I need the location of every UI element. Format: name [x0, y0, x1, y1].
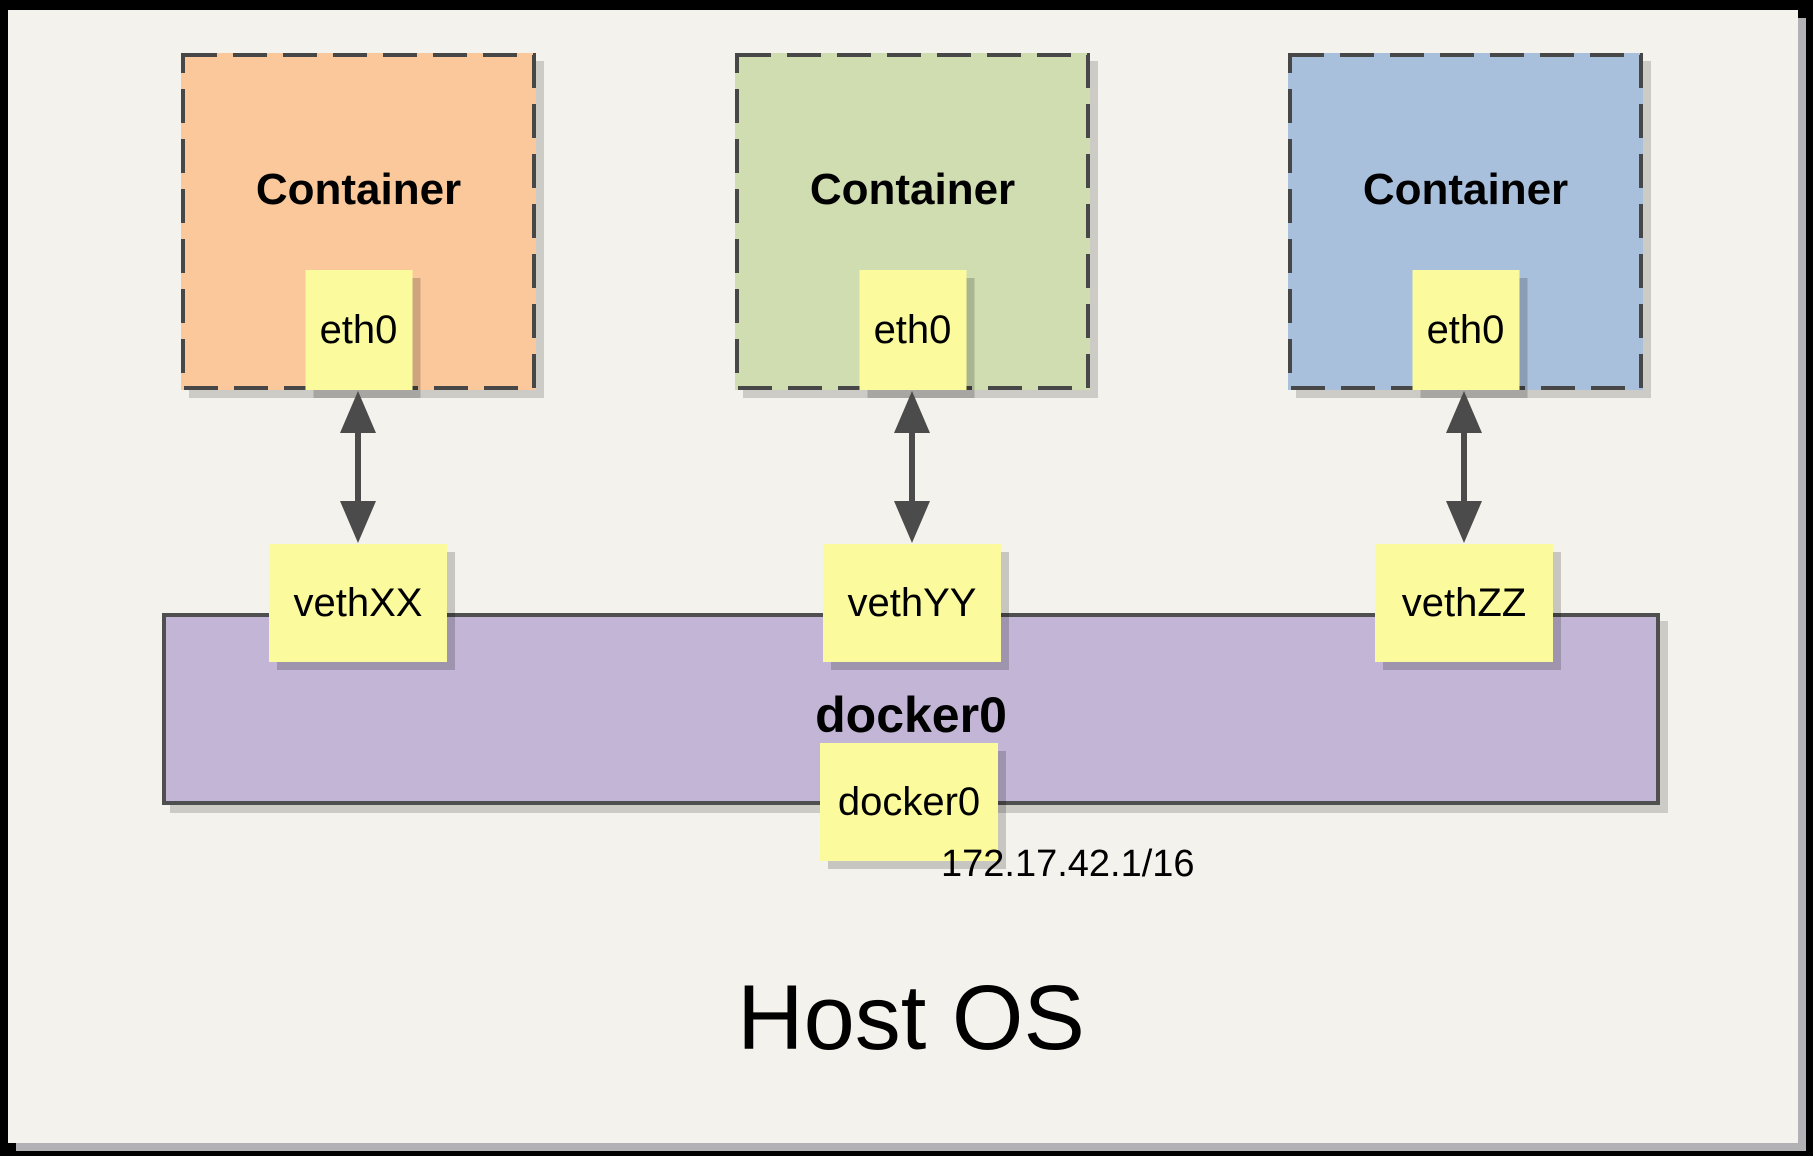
- eth0-label: eth0: [1426, 307, 1505, 352]
- container-box-1: Container eth0: [181, 53, 536, 390]
- eth0-interface-box: eth0: [859, 270, 966, 390]
- diagram-canvas: Container eth0 Container eth0 Container …: [8, 10, 1798, 1143]
- container-label: Container: [809, 165, 1016, 214]
- container-box-2: Container eth0: [735, 53, 1090, 390]
- double-arrow-icon: [1446, 391, 1482, 543]
- docker0-bar-label: docker0: [815, 687, 1007, 743]
- container-label: Container: [1362, 165, 1569, 214]
- docker0-interface-box: docker0: [820, 743, 998, 861]
- container-box-3: Container eth0: [1288, 53, 1643, 390]
- eth0-interface-box: eth0: [1412, 270, 1519, 390]
- eth0-label: eth0: [873, 307, 952, 352]
- eth0-label: eth0: [319, 307, 398, 352]
- veth-box-xx: vethXX: [269, 544, 447, 662]
- veth-label: vethXX: [293, 580, 423, 625]
- eth0-interface-box: eth0: [305, 270, 412, 390]
- double-arrow-icon: [340, 391, 376, 543]
- bridge-ip-label: 172.17.42.1/16: [941, 843, 1195, 885]
- docker0-interface-label: docker0: [837, 779, 981, 824]
- double-arrow-icon: [894, 391, 930, 543]
- veth-box-zz: vethZZ: [1375, 544, 1553, 662]
- container-label: Container: [255, 165, 462, 214]
- veth-label: vethZZ: [1401, 580, 1527, 625]
- veth-label: vethYY: [847, 580, 977, 625]
- host-os-label: Host OS: [737, 967, 1085, 1069]
- veth-box-yy: vethYY: [823, 544, 1001, 662]
